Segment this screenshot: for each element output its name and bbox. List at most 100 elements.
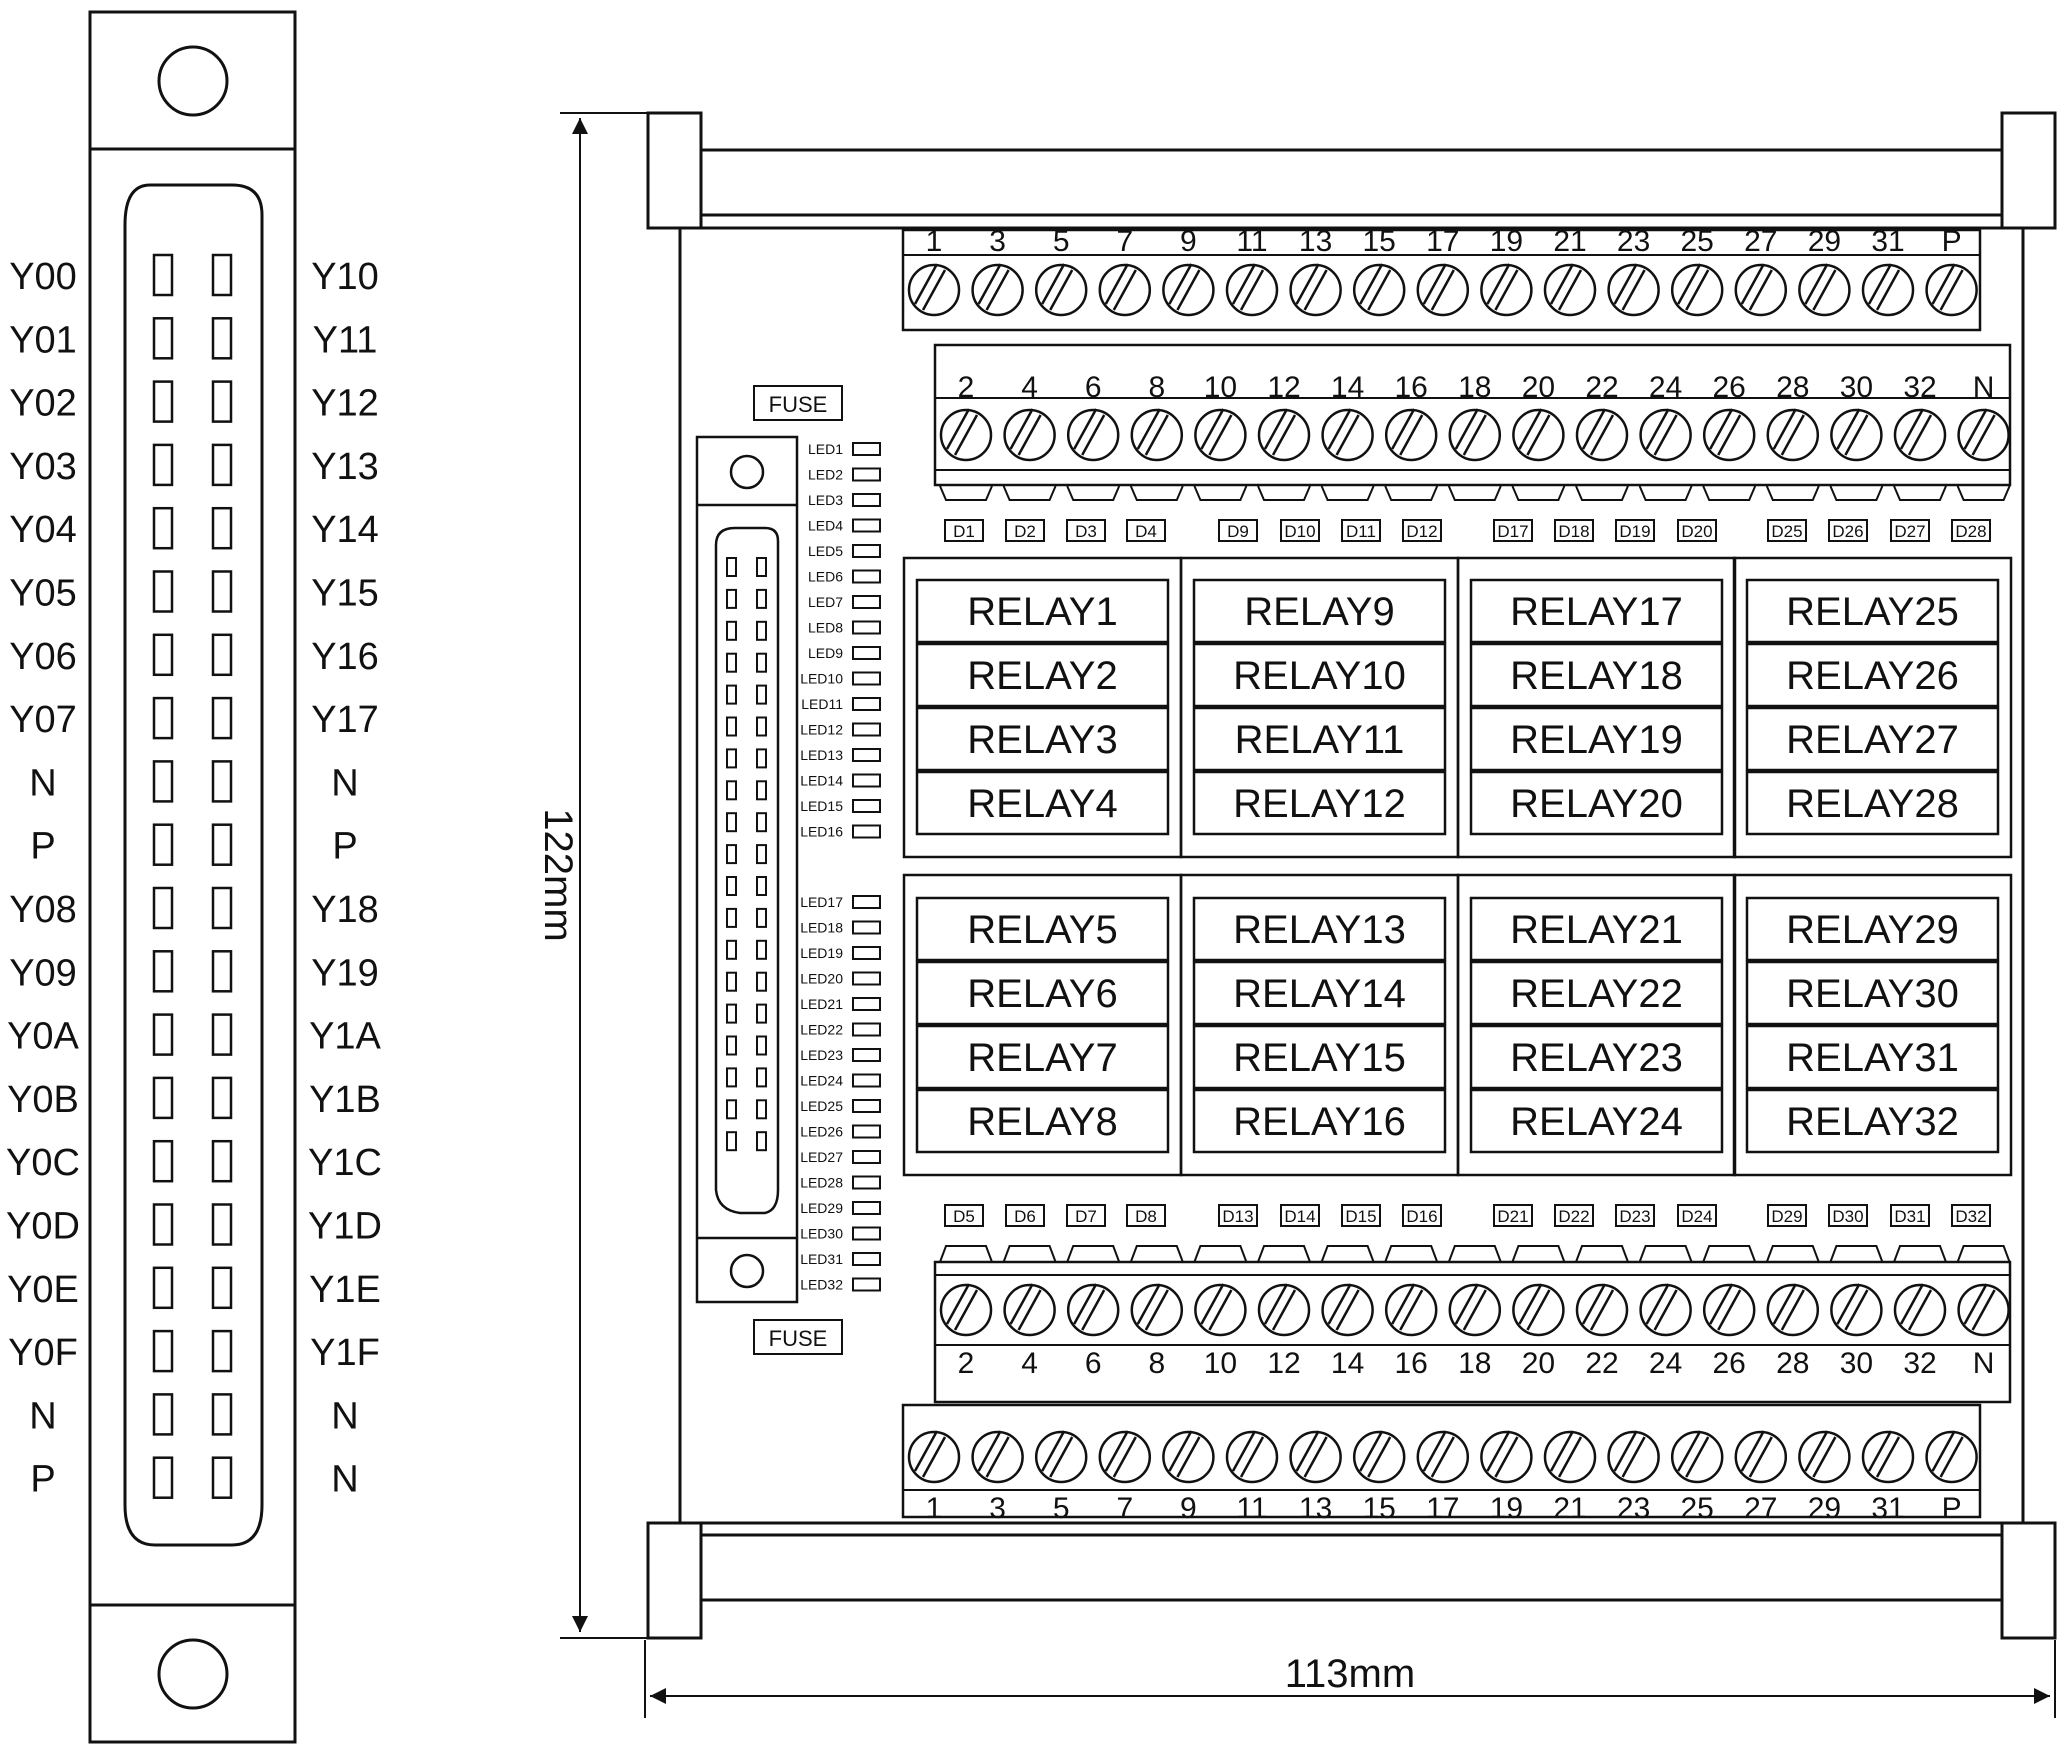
terminal-screw — [1925, 263, 1978, 317]
pin-label-left: P — [30, 1459, 55, 1501]
pcb-pin — [726, 716, 737, 737]
terminal-label-top-inner: 30 — [1840, 371, 1873, 404]
connector-pin — [211, 886, 233, 930]
led-indicator — [852, 1048, 881, 1062]
terminal-screw — [939, 1283, 993, 1337]
screw-slot — [1645, 408, 1670, 450]
led-label: LED21 — [800, 996, 843, 1012]
pin-label-left: Y0D — [6, 1206, 80, 1248]
terminal-screw — [907, 1430, 961, 1484]
screw-slot — [1327, 1283, 1352, 1325]
connector-pin — [211, 1456, 233, 1499]
terminal-foot — [1193, 485, 1248, 501]
terminal-label-top-outer: 27 — [1744, 225, 1777, 258]
terminal-label-bottom-inner: 26 — [1713, 1347, 1746, 1380]
terminal-screw — [1003, 408, 1056, 462]
relay — [915, 578, 1170, 644]
led-indicator — [852, 799, 881, 813]
screw-slot — [1907, 1289, 1933, 1331]
relay-label: RELAY24 — [1510, 1100, 1683, 1144]
relay-label: RELAY10 — [1233, 654, 1406, 698]
diode-label-top: D12 — [1406, 522, 1437, 541]
relay — [1192, 642, 1447, 708]
diode — [1005, 519, 1045, 542]
connector-pin — [152, 950, 174, 993]
terminal-screw — [1448, 1283, 1502, 1337]
screw-slot — [1327, 408, 1352, 450]
relay-label: RELAY29 — [1786, 908, 1959, 952]
relay-label: RELAY19 — [1510, 718, 1683, 762]
connector-pin — [211, 760, 233, 803]
relay-label: RELAY13 — [1233, 908, 1406, 952]
terminal-foot — [1765, 485, 1820, 501]
led-indicator — [852, 895, 881, 909]
pin-label-left: Y0A — [7, 1016, 79, 1058]
diode — [1493, 1204, 1533, 1227]
diode — [1828, 519, 1868, 542]
pin-label-right: Y17 — [311, 699, 379, 741]
screw-slot — [1295, 1430, 1320, 1472]
relay-label: RELAY27 — [1786, 718, 1959, 762]
connector-pin — [152, 1456, 174, 1499]
terminal-label-bottom-outer: 15 — [1363, 1492, 1396, 1525]
connector-pin — [211, 253, 233, 297]
screw-slot — [1017, 1289, 1042, 1331]
screw-slot — [1367, 1436, 1392, 1478]
screw-slot — [1748, 269, 1773, 311]
pin-label-left: Y02 — [9, 383, 77, 425]
screw-slot — [1971, 414, 1996, 456]
connector-pin — [211, 633, 233, 677]
diode-label-bottom: D14 — [1284, 1207, 1315, 1226]
diode-label-bottom: D24 — [1681, 1207, 1712, 1226]
screw-slot — [985, 1436, 1010, 1478]
pcb-pin — [726, 1067, 737, 1088]
pin-label-left: N — [29, 1395, 56, 1437]
diode-label-top: D17 — [1497, 522, 1528, 541]
screw-slot — [1621, 269, 1646, 311]
led-indicator — [852, 1226, 881, 1241]
relay — [1745, 1024, 2000, 1090]
terminal-foot — [939, 1245, 993, 1263]
relay-group — [1732, 873, 2013, 1177]
pin-label-left: Y0B — [7, 1079, 79, 1121]
screw-slot — [1454, 1283, 1479, 1325]
connector-pin — [211, 443, 233, 487]
terminal-label-top-inner: 32 — [1903, 371, 1936, 404]
diode — [1554, 519, 1594, 542]
led-label: LED6 — [808, 569, 843, 585]
terminal-screw — [1289, 1430, 1342, 1484]
screw-slot — [1303, 1436, 1328, 1478]
terminal-label-bottom-outer: 27 — [1744, 1492, 1777, 1525]
pcb-pin — [756, 876, 767, 896]
terminal-label-bottom-inner: 32 — [1903, 1347, 1936, 1380]
connector-pin — [211, 1013, 233, 1056]
diode — [1677, 1204, 1717, 1227]
screw-slot — [1518, 408, 1543, 450]
pcb-pin — [726, 588, 737, 609]
terminal-screw — [1098, 1430, 1152, 1484]
diode-label-bottom: D7 — [1075, 1207, 1097, 1226]
led-label: LED30 — [800, 1226, 843, 1242]
terminal-label-bottom-inner: 12 — [1267, 1347, 1300, 1380]
diode — [1554, 1204, 1594, 1227]
pin-label-left: Y04 — [9, 509, 77, 551]
relay — [1469, 896, 1724, 962]
connector-outline — [88, 10, 297, 1744]
screw-slot — [1208, 414, 1233, 456]
relay — [1469, 578, 1724, 644]
led-indicator — [852, 671, 881, 686]
pcb-pin — [726, 748, 737, 769]
relay-label: RELAY7 — [967, 1036, 1117, 1080]
led-indicator — [852, 748, 881, 762]
pcb-pin — [756, 652, 767, 673]
led-indicator — [852, 620, 881, 635]
terminal-label-top-inner: 14 — [1331, 371, 1364, 404]
relay — [915, 706, 1170, 772]
pcb-pin — [756, 716, 767, 737]
terminal-screw — [1194, 1283, 1247, 1337]
terminal-label-bottom-outer: 31 — [1871, 1492, 1904, 1525]
terminal-foot — [1893, 485, 1947, 501]
terminal-screw — [1798, 1430, 1851, 1484]
led-indicator — [852, 544, 881, 558]
led-indicator — [852, 569, 881, 584]
